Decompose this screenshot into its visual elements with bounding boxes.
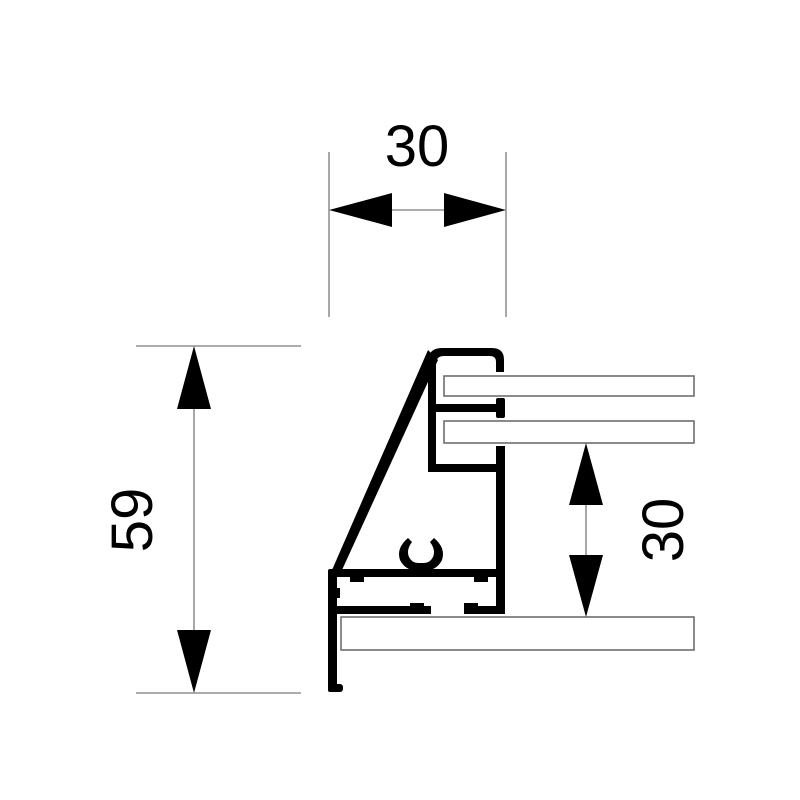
arrow-down-icon (177, 630, 211, 693)
channel-bump (464, 603, 478, 608)
right-depth-label: 30 (631, 498, 696, 563)
right-wall (496, 446, 505, 614)
channel-bump (350, 576, 364, 582)
middle-glazing-bar (436, 404, 498, 412)
arrow-left-icon (329, 193, 392, 227)
frame-profile (328, 348, 505, 692)
arrow-right-icon (444, 193, 506, 227)
right-depth-dimension: 30 (569, 443, 696, 617)
arrow-up-icon (177, 346, 211, 409)
left-lip-foot (328, 684, 343, 692)
upper-glass-pane (443, 375, 695, 397)
arrow-down-icon (569, 555, 603, 617)
overall-height-label: 59 (100, 488, 165, 553)
channel-bump (474, 576, 488, 582)
top-hook (428, 348, 504, 372)
channel-top (332, 569, 505, 577)
inner-bottom-bar (428, 464, 505, 472)
channel-bottom-left (332, 606, 431, 614)
bottom-panel (340, 616, 695, 651)
glazing-panels (340, 375, 695, 651)
diagonal-web (332, 350, 438, 570)
channel-side-notch (499, 588, 504, 598)
channel-side-notch (335, 588, 340, 598)
overall-height-dimension: 59 (100, 345, 301, 694)
top-width-label: 30 (385, 114, 450, 179)
inner-stem (428, 356, 436, 472)
arrow-up-icon (569, 443, 603, 505)
left-lip (328, 569, 337, 692)
channel-bump (410, 603, 424, 608)
c-clip (399, 538, 443, 570)
top-width-dimension: 30 (328, 114, 507, 317)
channel-bottom-right (464, 606, 505, 614)
middle-glazing-stop (496, 398, 505, 418)
lower-glass-pane (443, 420, 695, 444)
